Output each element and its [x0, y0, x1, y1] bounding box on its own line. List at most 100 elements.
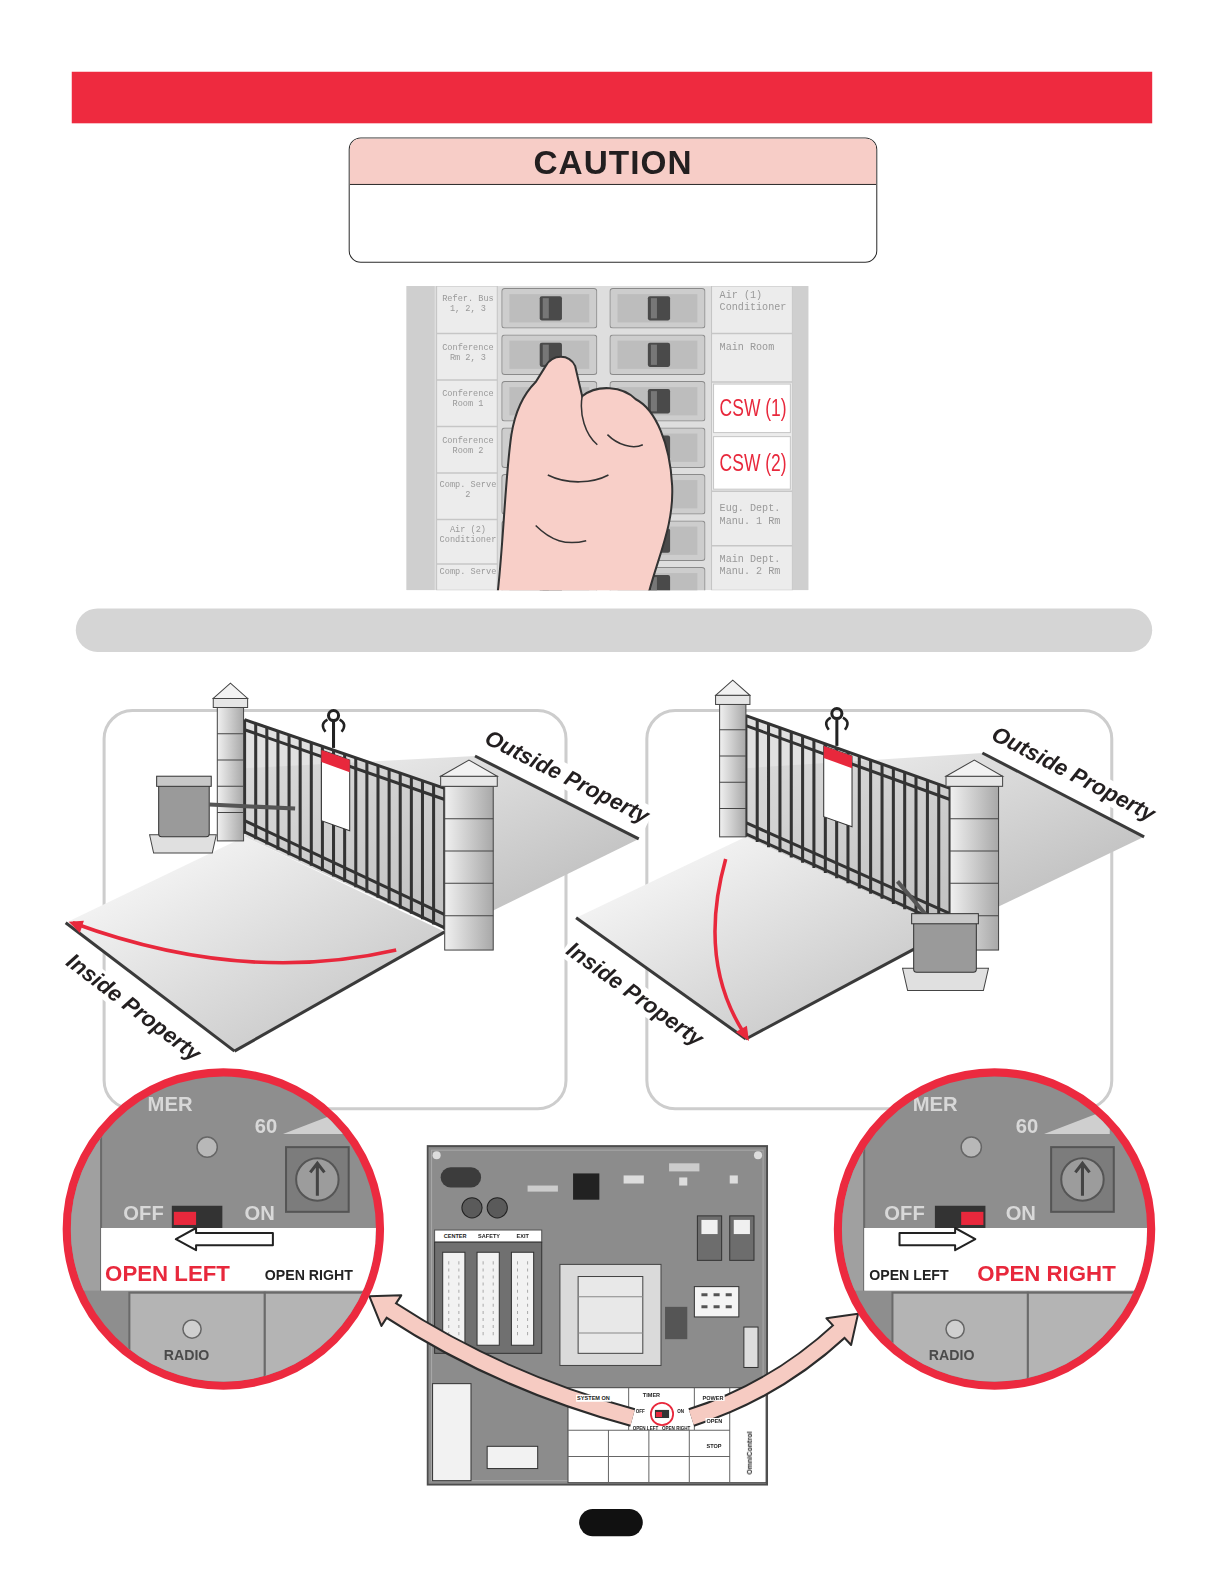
direction-label: OPEN LEFT	[869, 1266, 948, 1282]
gate-scene-right-part	[946, 776, 1003, 786]
gate-scene-left-part	[321, 750, 349, 772]
panel-text: MER	[913, 1093, 958, 1116]
circuit-board-part	[754, 1151, 762, 1159]
button	[946, 1320, 964, 1338]
circuit-board-part	[487, 1198, 507, 1218]
breaker-panel-part	[712, 286, 793, 590]
control-board: CENTERSAFETYEXITSYSTEM ONTIMERPOWEROPENS…	[427, 1145, 769, 1486]
switch-label: ON	[1006, 1202, 1036, 1225]
potentiometer	[1051, 1147, 1114, 1212]
potentiometer	[310, 1163, 324, 1195]
gate-scene-left-part	[323, 720, 344, 732]
circuit-board-part	[578, 1277, 643, 1354]
circuit-label: Conference Room 2	[439, 437, 498, 457]
circuit-board-part	[462, 1198, 482, 1218]
gate-scene-left-part	[159, 782, 210, 837]
gate-scene-right-part	[720, 730, 746, 809]
button-box	[129, 1293, 264, 1382]
circuit-board-part	[624, 1175, 644, 1183]
gate-scene-right-part	[950, 819, 999, 916]
circuit-label: Refer. Bus 1, 2, 3	[439, 295, 498, 315]
circuit-label-highlight: CSW (1)	[720, 396, 787, 420]
circuit-board-part	[665, 1307, 687, 1339]
circuit-board-part	[433, 1384, 471, 1481]
board-label: EXIT	[515, 1233, 529, 1239]
gate-scene-left-part	[245, 720, 445, 930]
breaker-panel	[406, 286, 808, 590]
gate-scene-right-part	[715, 859, 744, 1033]
gate-scene-left-part	[157, 776, 212, 786]
gate-scene-right-part	[720, 703, 746, 836]
gate-scene-right	[576, 680, 1144, 1109]
direction-arrow	[900, 1228, 976, 1250]
circuit-label: Conference Rm 2, 3	[439, 344, 498, 364]
circuit-label: Conference Room 1	[439, 390, 498, 410]
switch-spot: OFFONOPEN LEFTOPEN RIGHT	[633, 1402, 692, 1433]
caution-header: CAUTION	[350, 138, 877, 184]
circuit-board-part	[487, 1446, 538, 1468]
circuit-board-part	[744, 1327, 758, 1367]
potentiometer	[1061, 1158, 1103, 1200]
circuit-board-part	[477, 1252, 499, 1345]
button-box	[265, 1293, 376, 1382]
circuit-label: Main Dept. Manu. 2 Rm	[720, 554, 787, 577]
board-label: TIMER	[642, 1392, 661, 1398]
direction-arrow	[176, 1228, 273, 1250]
circuit-board-part	[679, 1177, 687, 1185]
gate-scene-left-part	[234, 932, 444, 1051]
board-label: SAFETY	[477, 1233, 501, 1239]
board-brand: OmniControl	[746, 1431, 754, 1474]
circuit-board-part	[511, 1252, 533, 1345]
gate-scene-right-part	[716, 695, 750, 704]
gate-scene-left-part	[445, 819, 494, 916]
divider-band	[76, 608, 1152, 651]
gate-scene-left-part	[441, 760, 498, 776]
gate-scene-right-part	[946, 760, 1003, 776]
title-bar	[72, 72, 1152, 124]
title-bar-part	[72, 72, 1152, 124]
circuit-label: Air (2) Conditioner	[439, 526, 498, 546]
circuit-board-part	[560, 1264, 661, 1365]
divider-band-part	[76, 608, 1152, 651]
circuit-board-part	[443, 1252, 465, 1345]
switch-highlight-part	[656, 1412, 662, 1417]
circuit-label: Comp. Serve 2	[439, 481, 498, 501]
gate-scene-left-part	[445, 786, 494, 950]
circuit-board-part	[697, 1216, 721, 1260]
switch-highlight-part	[651, 1403, 673, 1425]
gate-scene-left-part	[321, 750, 349, 831]
circuit-board-part	[730, 1216, 754, 1260]
board-label: POWER	[701, 1395, 724, 1401]
switch-closeup	[842, 1076, 1147, 1381]
dip-switch	[174, 1212, 196, 1225]
circuit-label-highlight: CSW (2)	[720, 451, 787, 475]
breaker-panel-part	[437, 286, 498, 590]
dip-switch	[935, 1206, 986, 1228]
breaker-panel-part	[536, 396, 643, 542]
button-box	[1028, 1293, 1147, 1382]
led	[197, 1137, 217, 1157]
dip-switch	[172, 1206, 223, 1228]
circuit-board-part	[730, 1175, 738, 1183]
gate-scene-left-part	[245, 720, 445, 928]
potentiometer	[1075, 1163, 1089, 1195]
caution-title: CAUTION	[350, 144, 877, 182]
gate-scene-left	[66, 683, 639, 1109]
zoom-circle: MER60OFFONOPEN LEFTOPEN RIGHTRADIO	[63, 1068, 384, 1389]
label-strip	[101, 1228, 376, 1291]
gate-scene-left-part	[441, 776, 498, 786]
switch-label: OFF	[636, 1410, 645, 1415]
circuit-board-part	[433, 1151, 441, 1159]
potentiometer	[286, 1147, 349, 1212]
gate-scene-right-part	[914, 922, 977, 973]
gate-scene-right-part	[746, 716, 950, 930]
switch-highlight-part	[655, 1410, 669, 1418]
gate-scene-right-part	[716, 680, 750, 695]
board-label: SYSTEM ON	[576, 1395, 611, 1401]
button-box	[892, 1293, 1027, 1382]
led	[961, 1137, 981, 1157]
gate-scene-left-part	[213, 683, 247, 698]
gate-scene-right-part	[746, 716, 950, 927]
scale-wedge	[1044, 1109, 1110, 1134]
